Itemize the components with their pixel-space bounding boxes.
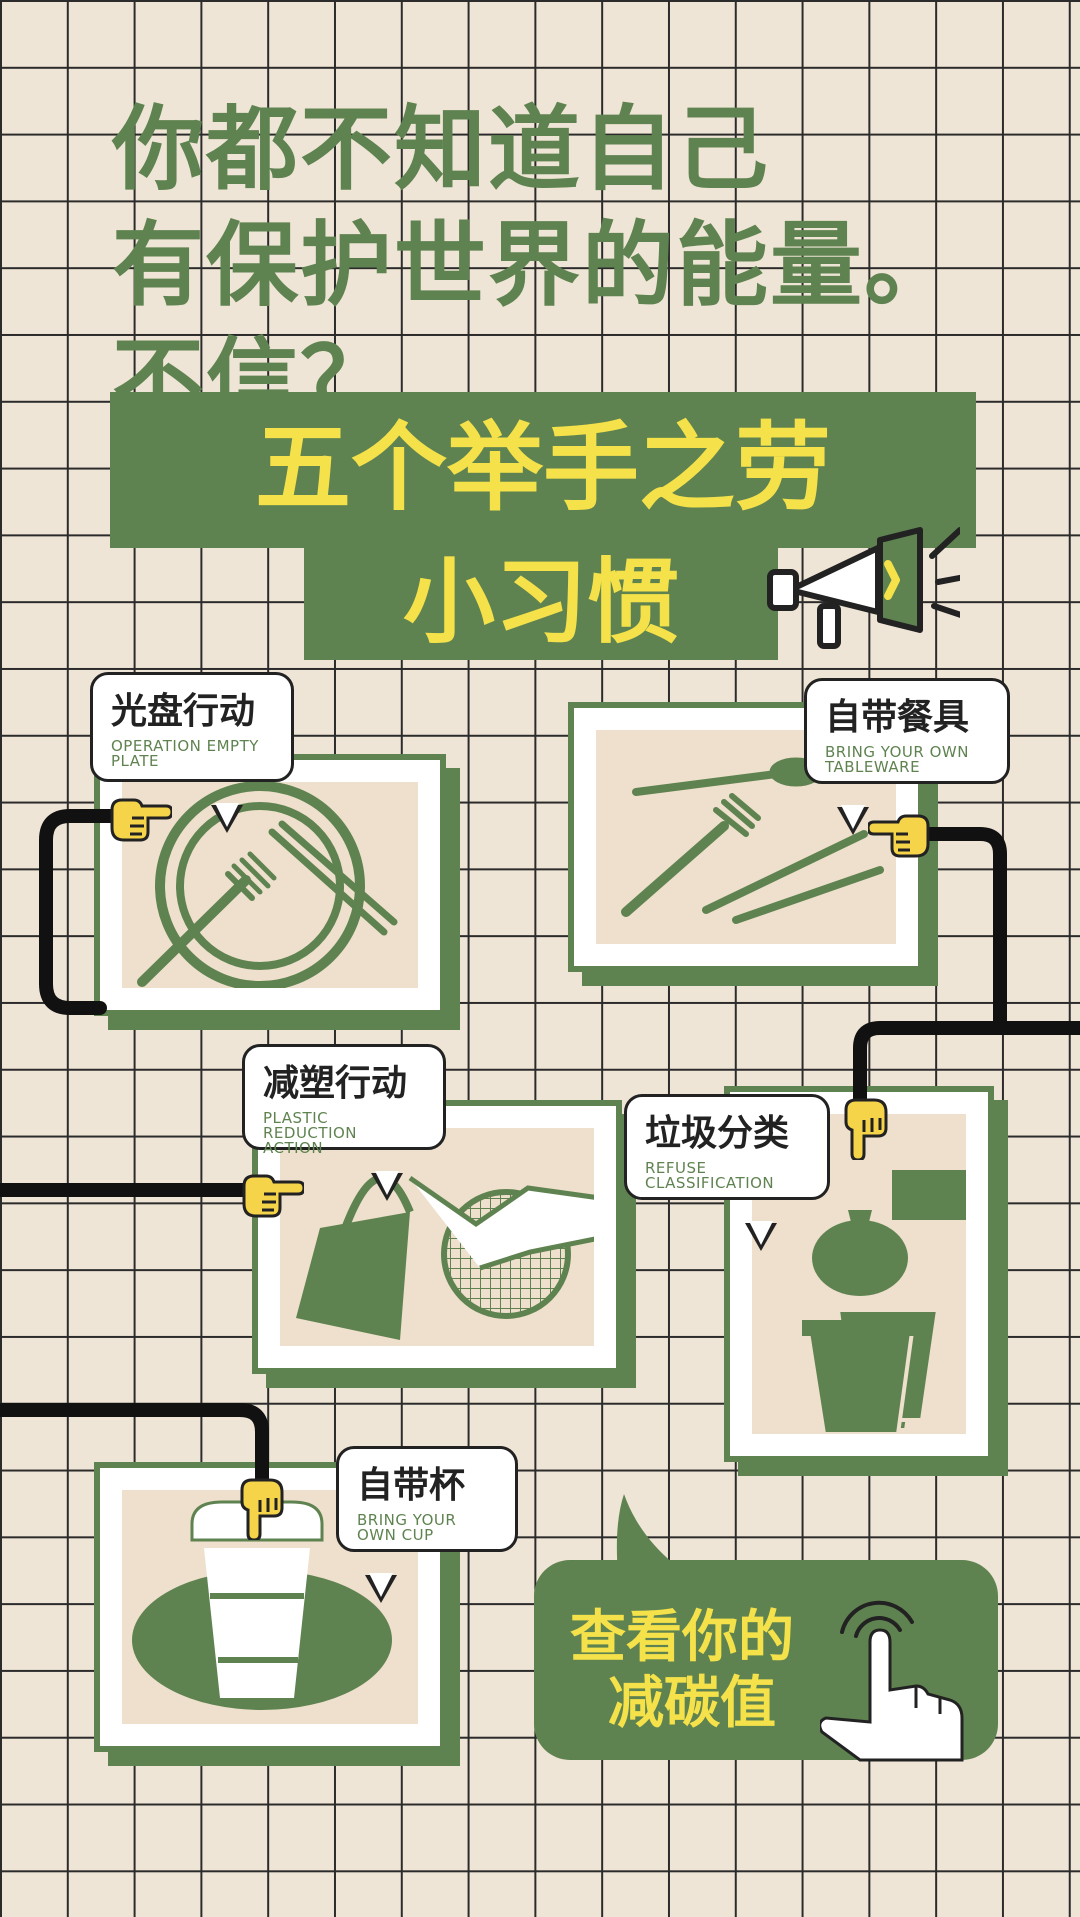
cta-label[interactable]: 查看你的 减碳值 (570, 1605, 794, 1737)
bubble-own-tableware-title: 自带餐具 (825, 697, 970, 738)
cta-bubble-tail (616, 1494, 674, 1574)
bags-icon (296, 1174, 594, 1340)
pointing-hand-icon (868, 814, 930, 858)
pointing-hand-icon (242, 1174, 304, 1218)
trash-bins-icon (802, 1170, 966, 1434)
title-line-1: 五个举手之劳 (255, 412, 831, 524)
bubble-empty-plate-subtitle: OPERATION EMPTY PLATE (111, 737, 259, 770)
card-empty-plate (94, 754, 446, 1016)
bubble-own-cup-subtitle: BRING YOUR OWN CUP (357, 1511, 457, 1544)
bubble-plastic-reduction-title: 减塑行动 (263, 1063, 408, 1104)
title-line-2: 小习惯 (402, 549, 679, 656)
bubble-own-cup-title: 自带杯 (357, 1465, 466, 1506)
bubble-plastic-reduction-subtitle: PLASTIC REDUCTION ACTION (263, 1109, 358, 1157)
cup-icon (132, 1500, 392, 1710)
pointing-hand-icon (844, 1098, 888, 1160)
bubble-own-cup: 自带杯 BRING YOUR OWN CUP (336, 1446, 518, 1603)
bubble-own-tableware-subtitle: BRING YOUR OWN TABLEWARE (825, 743, 969, 776)
title-banner-top (110, 392, 976, 548)
headline-line-2: 有保护世界的能量。 (112, 212, 959, 319)
bubble-empty-plate-title: 光盘行动 (111, 691, 256, 732)
bubble-refuse-classification: 垃圾分类 REFUSE CLASSIFICATION (624, 1094, 830, 1251)
headline-line-1: 你都不知道自己 (112, 96, 771, 203)
bubble-own-tableware: 自带餐具 BRING YOUR OWN TABLEWARE (804, 678, 1010, 835)
title-banner-bottom (304, 540, 778, 660)
card-plastic-reduction-art (280, 1128, 594, 1346)
headline: 你都不知道自己 有保护世界的能量。 不信？ (112, 92, 958, 440)
bubble-plastic-reduction: 减塑行动 PLASTIC REDUCTION ACTION (242, 1044, 446, 1201)
bubble-refuse-classification-title: 垃圾分类 (645, 1113, 790, 1154)
bubble-empty-plate: 光盘行动 OPERATION EMPTY PLATE (90, 672, 294, 833)
cta-label-line-2: 减碳值 (608, 1671, 776, 1736)
pointing-hand-icon (240, 1478, 284, 1540)
pointing-hand-icon (110, 798, 172, 842)
bubble-refuse-classification-subtitle: REFUSE CLASSIFICATION (645, 1159, 775, 1192)
megaphone-icon (767, 527, 960, 649)
card-empty-plate-art (122, 782, 418, 988)
tap-hand-icon (820, 1600, 964, 1762)
cta-label-line-1: 查看你的 (570, 1605, 794, 1670)
plate-icon (137, 782, 398, 988)
